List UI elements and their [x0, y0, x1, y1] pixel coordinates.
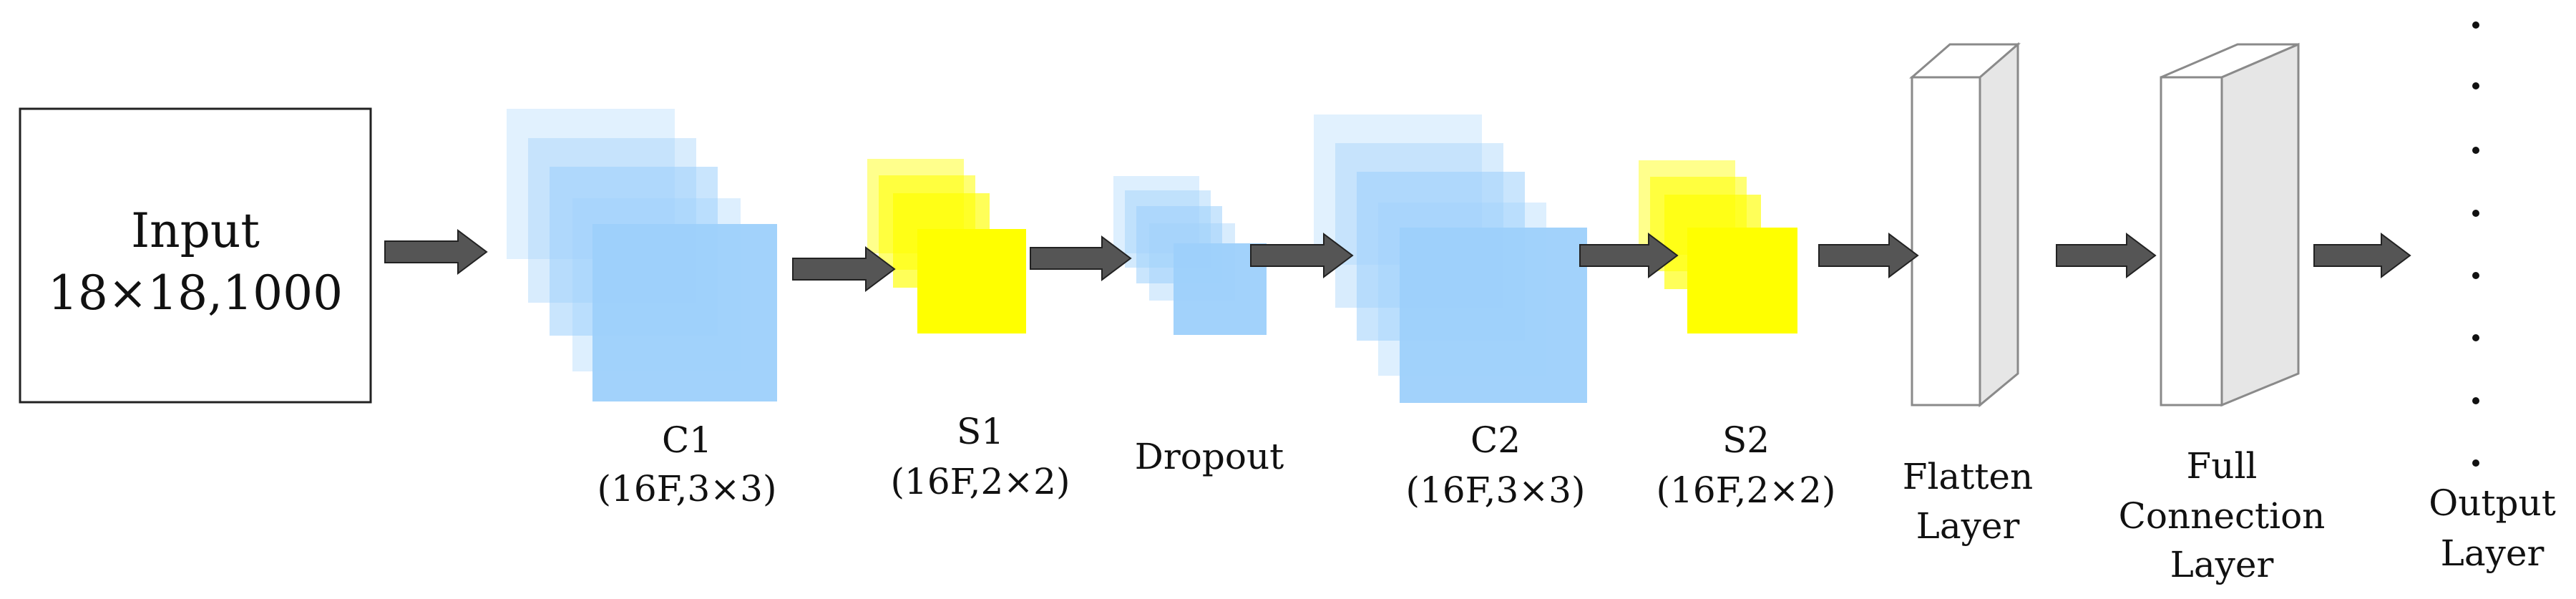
right-arrow-icon [1579, 233, 1679, 278]
s1-params: (16F,2×2) [891, 461, 1070, 502]
output-label-line1: Output [2429, 482, 2556, 524]
c2-params: (16F,3×3) [1406, 469, 1586, 511]
s1-feature-maps [867, 159, 1026, 333]
flatten-layer-box [1908, 42, 2021, 408]
input-dims: 18×18,1000 [48, 266, 343, 321]
output-label-line2: Layer [2441, 532, 2545, 574]
full-connection-layer-box [2160, 42, 2300, 407]
full-label-line1: Full [2187, 445, 2258, 487]
right-arrow-icon [1250, 233, 1354, 278]
right-arrow-icon [384, 229, 488, 275]
s2-label: S2 [1722, 419, 1770, 461]
vertical-dots-icon [2472, 21, 2479, 467]
right-arrow-icon [792, 246, 896, 292]
s1-label: S1 [957, 411, 1004, 452]
c1-feature-maps [507, 109, 777, 401]
c1-label: C1 [662, 419, 712, 461]
right-arrow-icon [2313, 233, 2411, 278]
c2-label: C2 [1470, 419, 1521, 461]
full-label-line3: Layer [2170, 544, 2274, 585]
full-label-line2: Connection [2119, 495, 2326, 537]
right-arrow-icon [2056, 233, 2157, 278]
flatten-label-line2: Layer [1916, 505, 2020, 547]
flatten-label-line1: Flatten [1903, 456, 2033, 497]
c1-params: (16F,3×3) [597, 468, 777, 510]
right-arrow-icon [1818, 233, 1919, 278]
dropout-label: Dropout [1135, 436, 1284, 477]
dropout-feature-maps [1113, 176, 1267, 335]
s2-params: (16F,2×2) [1657, 469, 1836, 511]
right-arrow-icon [1030, 235, 1132, 281]
input-title: Input [131, 203, 260, 258]
input-block: Input 18×18,1000 [19, 107, 372, 404]
c2-feature-maps [1314, 115, 1587, 403]
